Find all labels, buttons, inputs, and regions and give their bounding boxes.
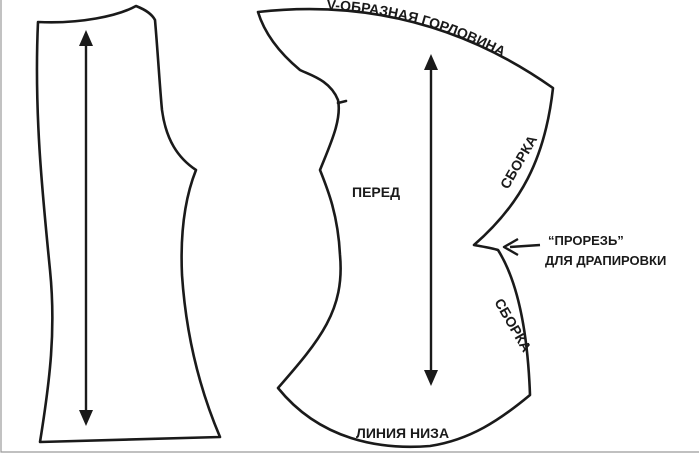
front-grainline-arrow [424, 54, 438, 386]
back-pattern-piece [35, 4, 222, 444]
front-label: ПЕРЕД [352, 184, 400, 200]
gather-top-label: СБОРКА [497, 132, 540, 191]
gather-bottom-label: СБОРКА [491, 296, 534, 355]
neckline-label: V-ОБРАЗНАЯ ГОРЛОВИНА [326, 0, 508, 59]
hemline-label: ЛИНИЯ НИЗА [356, 425, 449, 441]
front-pattern-piece [256, 7, 555, 449]
slit-pointer-arrow [502, 237, 541, 257]
slit-label-line1: “ПРОРЕЗЬ” [548, 233, 624, 248]
slit-label-line2: ДЛЯ ДРАПИРОВКИ [545, 253, 666, 268]
armhole-notch [336, 99, 348, 105]
back-grainline-arrow [79, 30, 93, 426]
